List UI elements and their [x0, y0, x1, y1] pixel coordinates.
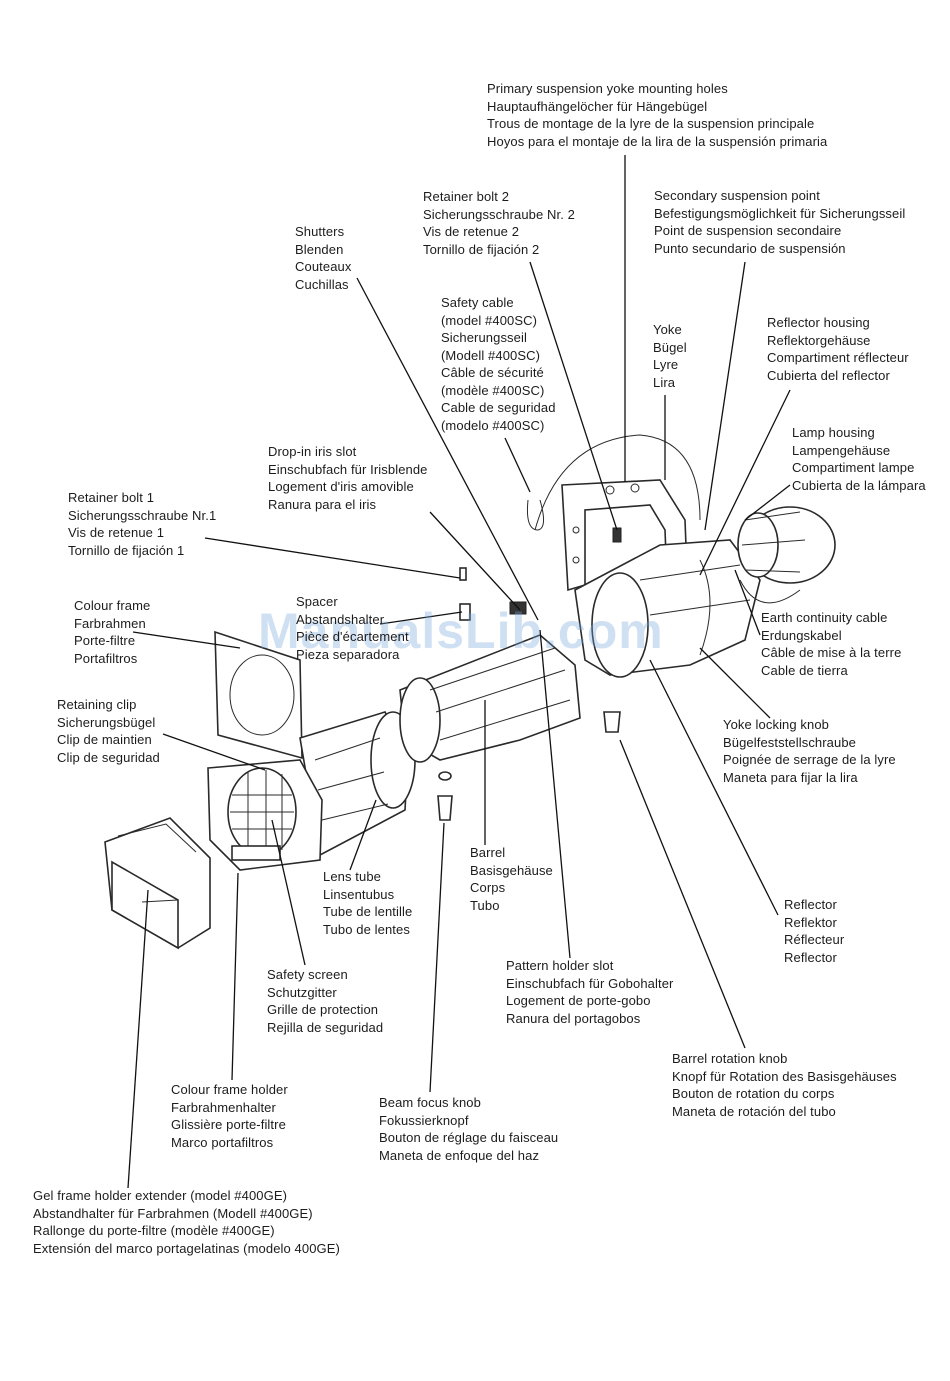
watermark: ManualsLib.com — [258, 603, 664, 659]
lamp-housing-part — [737, 506, 836, 584]
colour-frame-part — [214, 630, 303, 760]
barrel-rotation-knob-part — [603, 711, 621, 733]
gel-extender-part — [104, 817, 211, 950]
callout-safety-cable: Safety cable(model #400SC)Sicherungsseil… — [441, 295, 556, 433]
lens-tube-part — [299, 711, 416, 857]
safety-cable-part — [527, 434, 701, 531]
beam-focus-knob-part — [437, 771, 453, 821]
leader-lines — [127, 155, 791, 1189]
reflector-housing-part — [574, 539, 761, 678]
callout-gel-frame-holder-extender: Gel frame holder extender (model #400GE)… — [33, 1188, 340, 1256]
front-holder-part — [207, 759, 323, 871]
earth-cable-part — [739, 579, 801, 604]
barrel-part — [399, 601, 581, 763]
